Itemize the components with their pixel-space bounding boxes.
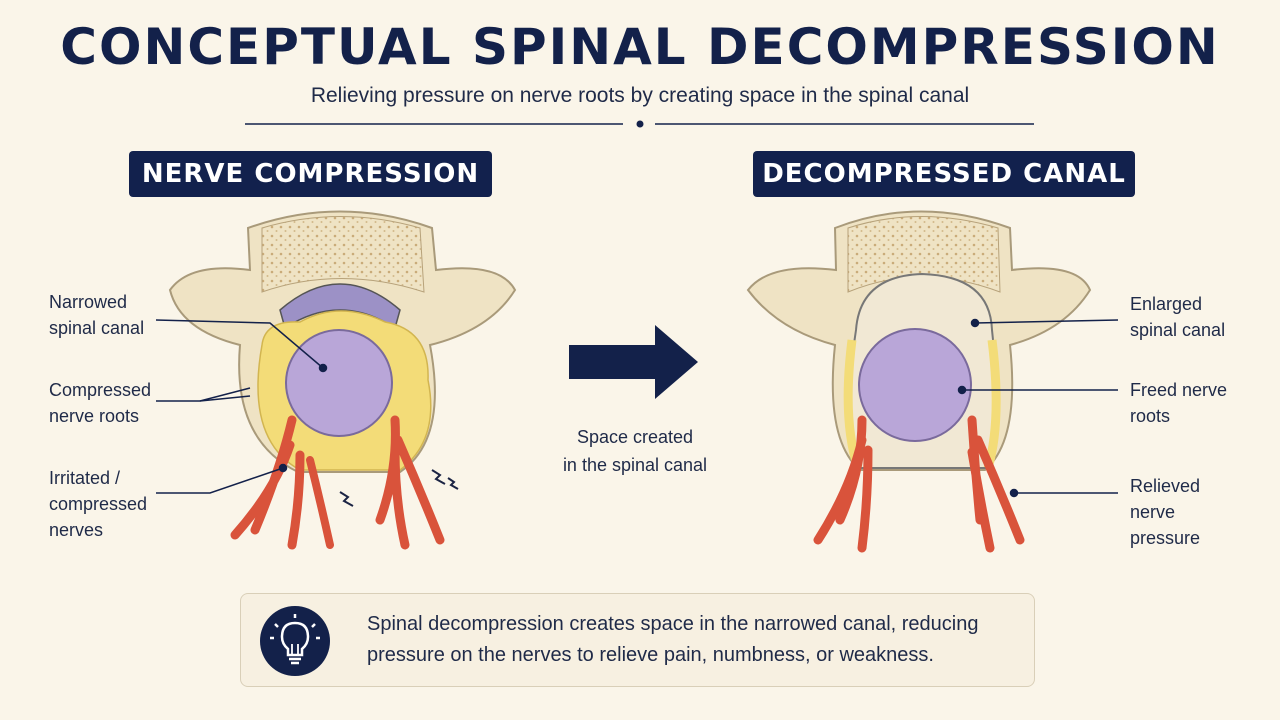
label-freed-roots: Freed nerve roots xyxy=(1130,380,1228,426)
leader-enlarged xyxy=(974,319,1119,324)
transition-note: Space created in the spinal canal xyxy=(562,427,708,475)
vertebral-body-right xyxy=(847,216,1001,293)
decompressed-vertebra xyxy=(746,210,1092,553)
page-title: CONCEPTUAL SPINAL DECOMPRESSION xyxy=(60,18,1220,76)
nerves-left-b xyxy=(375,415,445,550)
label-narrowed-canal: Narrowed spinal canal xyxy=(49,292,145,338)
spinal-cord-right xyxy=(858,328,972,442)
leader-compressed-b xyxy=(199,387,251,402)
label-compressed-roots: Compressed nerve roots xyxy=(49,380,152,426)
decompressed-canal-heading: DECOMPRESSED CANAL xyxy=(753,151,1135,197)
nerve-compression-heading: NERVE COMPRESSION xyxy=(129,151,492,197)
right-leader-lines xyxy=(957,318,1119,498)
tissue-strip-right xyxy=(983,339,1001,470)
ligament-left xyxy=(279,283,401,330)
zap-icon-1 xyxy=(339,491,354,507)
nerves-left-c xyxy=(306,456,334,549)
nerves-left-a xyxy=(230,415,305,550)
arrow-right-icon xyxy=(569,325,698,399)
info-callout: Spinal decompression creates space in th… xyxy=(240,593,1035,687)
leader-irritated xyxy=(156,467,284,494)
label-relieved-pressure: Relieved nerve pressure xyxy=(1130,476,1201,548)
left-leader-lines xyxy=(155,319,328,494)
label-enlarged-canal: Enlarged spinal canal xyxy=(1130,294,1226,340)
vertebral-body-left xyxy=(261,216,425,293)
lightbulb-icon xyxy=(260,606,330,676)
leader-narrowed xyxy=(155,319,324,369)
zap-icon-2 xyxy=(431,469,459,490)
info-text: Spinal decompression creates space in th… xyxy=(367,613,979,666)
spinal-cord-left xyxy=(285,329,393,437)
nerves-right-b xyxy=(967,415,1025,553)
label-irritated-nerves: Irritated / compressed nerves xyxy=(49,468,148,540)
page-subtitle: Relieving pressure on nerve roots by cre… xyxy=(310,84,970,107)
nerves-right-a xyxy=(813,415,873,553)
compressed-vertebra xyxy=(168,210,517,550)
title-divider xyxy=(245,120,1034,128)
